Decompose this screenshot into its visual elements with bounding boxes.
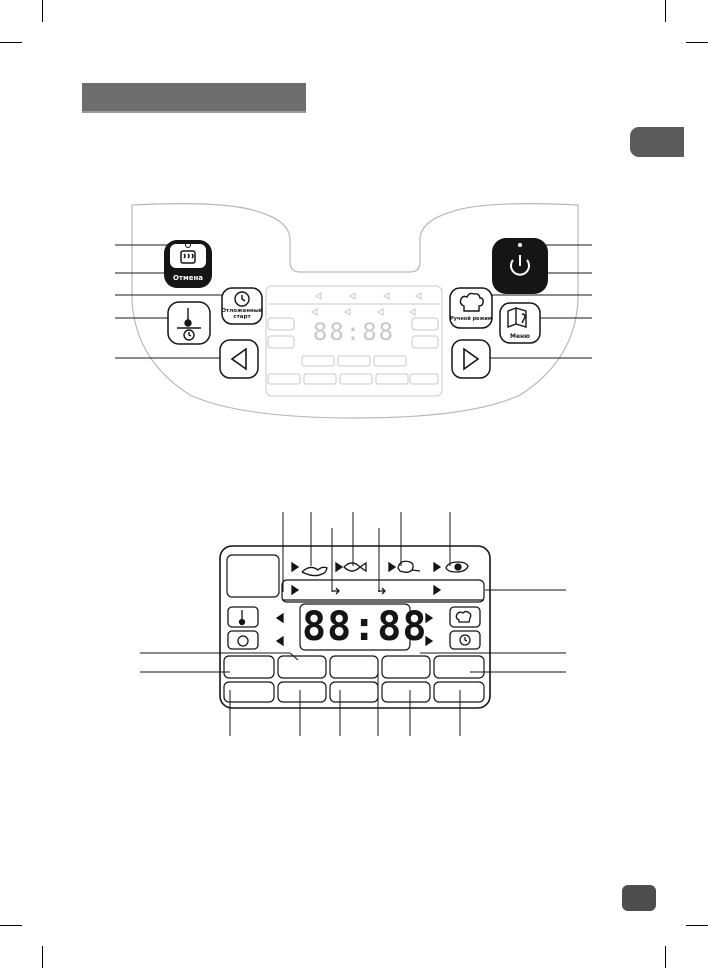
chef-hat-small-icon <box>456 612 470 623</box>
left-arrow-button <box>220 340 258 378</box>
food-icons-row <box>292 561 468 575</box>
display-digits: 88:88 <box>302 604 408 650</box>
menu-label: Меню <box>500 333 540 340</box>
vegetables-icon <box>302 567 327 575</box>
cancel-button-label[interactable]: Отмена <box>164 274 212 282</box>
right-arrow-button <box>452 340 490 378</box>
power-indicator-light <box>518 243 522 247</box>
progress-arrows-row <box>292 586 440 594</box>
manual-mode-label: Ручной режим <box>446 316 496 322</box>
mini-display-digits: 88:88 <box>304 318 404 346</box>
timer-icon <box>238 636 248 646</box>
fish-icon <box>344 563 366 571</box>
delayed-start-label: Отложенный старт <box>218 308 266 320</box>
program-boxes <box>224 656 484 702</box>
